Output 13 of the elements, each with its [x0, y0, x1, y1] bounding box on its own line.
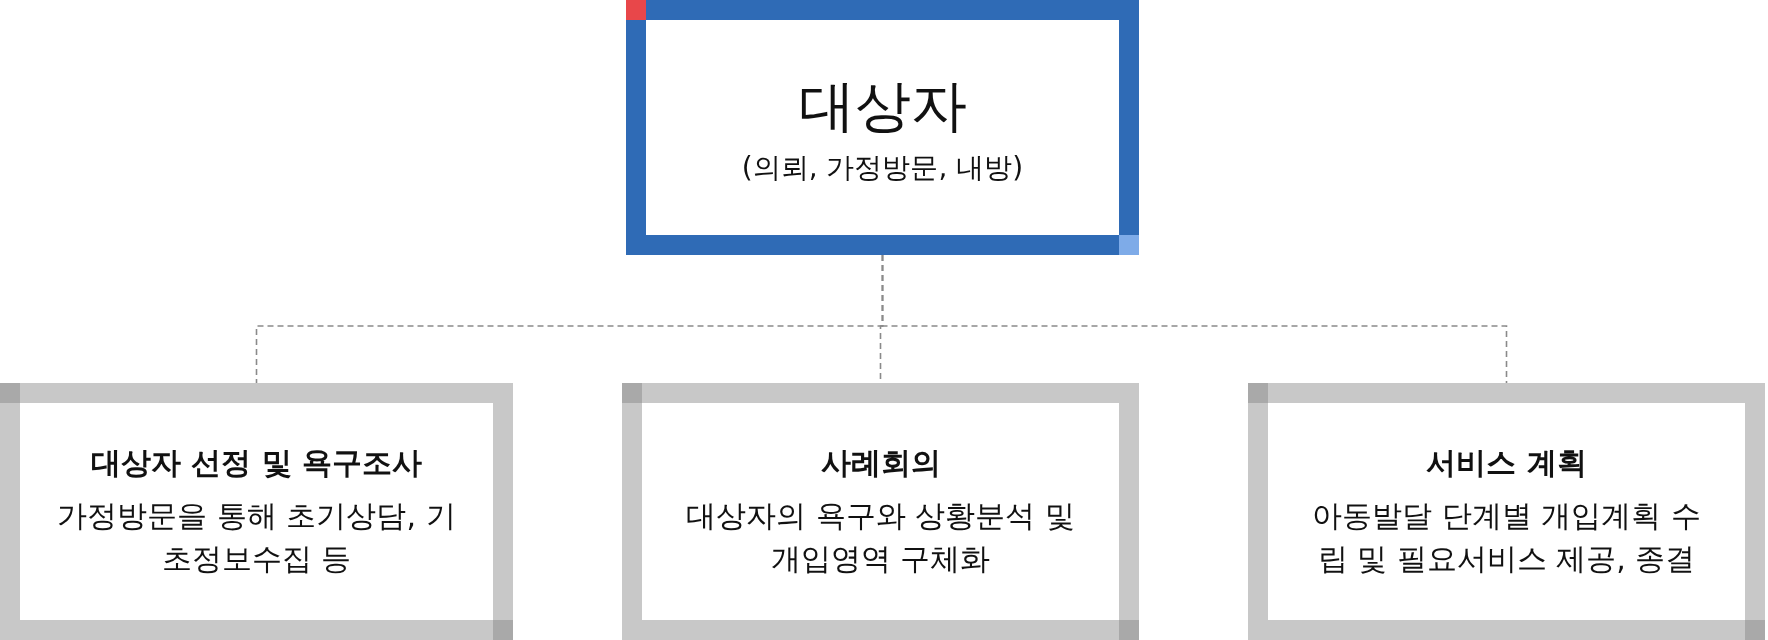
process-box — [626, 0, 1139, 255]
box-title: 대상자 — [797, 71, 968, 140]
connector-line — [881, 254, 1508, 384]
box-description: 가정방문을 통해 초기상담, 기초정보수집 등 — [56, 496, 457, 578]
box-heading: 사례회의 — [819, 443, 942, 482]
box-subtitle: (의뢰, 가정방문, 내방) — [740, 149, 1025, 186]
box-description: 아동발달 단계별 개입계획 수립 및 필요서비스 제공, 종결 — [1311, 496, 1702, 578]
box-heading: 서비스 계획 — [1425, 443, 1588, 482]
process-box — [622, 383, 1139, 640]
box-heading: 대상자 선정 및 욕구조사 — [89, 443, 424, 482]
process-box — [1248, 383, 1765, 640]
process-box — [0, 383, 513, 640]
box-description: 대상자의 욕구와 상황분석 및 개입영역 구체화 — [685, 496, 1076, 578]
